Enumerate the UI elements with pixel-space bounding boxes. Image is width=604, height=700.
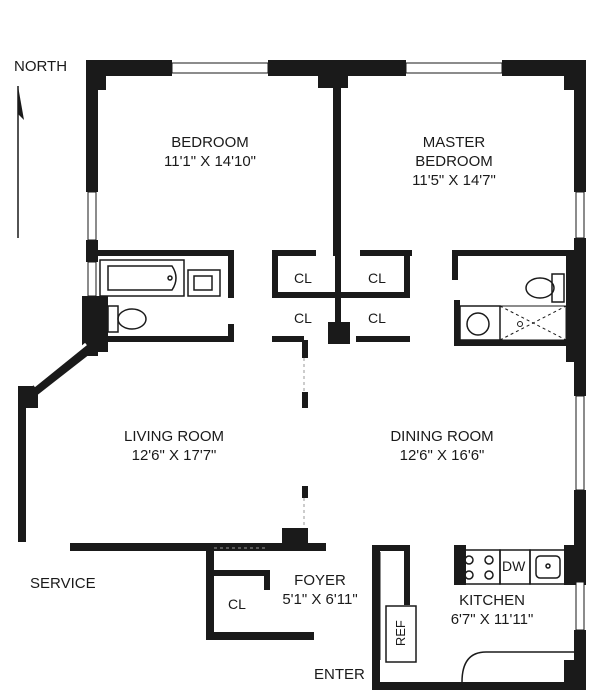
dining-room-label: DINING ROOM 12'6" X 16'6" — [362, 428, 522, 466]
master-bedroom-label: MASTER BEDROOM 11'5" X 14'7" — [374, 134, 534, 190]
kitchen-label: KITCHEN 6'7" X 11'11" — [432, 592, 552, 630]
main-entrance-label: ENTER — [314, 666, 365, 683]
living-room-dims: 12'6" X 17'7" — [131, 446, 217, 464]
service-entrance-label: SERVICE — [30, 575, 96, 592]
closet-label: CL — [294, 310, 312, 326]
living-room-label: LIVING ROOM 12'6" X 17'7" — [94, 428, 254, 466]
exterior-walls — [18, 60, 586, 690]
sink-icon — [529, 549, 567, 585]
bathtub-icon — [99, 259, 185, 297]
sink-icon — [459, 305, 501, 341]
dishwasher-label: DW — [502, 558, 526, 574]
dining-room-name: DINING ROOM — [390, 428, 494, 445]
closet-label: CL — [228, 596, 246, 612]
closet-label: CL — [368, 310, 386, 326]
toilet-icon — [525, 273, 565, 303]
kitchen-name: KITCHEN — [459, 592, 525, 609]
bedroom-label: BEDROOM 11'1" X 14'10" — [130, 134, 290, 172]
north-arrow-icon — [17, 86, 24, 238]
foyer-name: FOYER — [294, 572, 346, 589]
master-bedroom-name: MASTER — [422, 134, 486, 151]
sink-icon — [187, 269, 221, 297]
toilet-icon — [107, 305, 147, 333]
closet-label: CL — [294, 270, 312, 286]
angled-wall — [24, 342, 96, 400]
refrigerator-label: REF — [392, 620, 408, 647]
dining-room-dims: 12'6" X 16'6" — [399, 446, 485, 464]
master-bedroom-dims: 11'5" X 14'7" — [412, 171, 496, 189]
closet-label: CL — [368, 270, 386, 286]
kitchen-dims: 6'7" X 11'11" — [450, 610, 534, 628]
door-openings — [214, 358, 305, 549]
north-label: NORTH — [14, 58, 68, 75]
foyer-label: FOYER 5'1" X 6'11" — [268, 572, 372, 610]
master-bedroom-name-2: BEDROOM — [415, 152, 493, 170]
bedroom-name: BEDROOM — [171, 134, 249, 151]
living-room-name: LIVING ROOM — [123, 428, 224, 445]
angled-window — [33, 342, 87, 388]
refrigerator-icon — [385, 605, 417, 663]
shower-icon — [499, 305, 567, 341]
interior-walls — [98, 74, 576, 498]
windows — [87, 62, 585, 631]
counter-outline — [461, 651, 574, 683]
bedroom-dims: 11'1" X 14'10" — [164, 152, 256, 170]
foyer-dims: 5'1" X 6'11" — [282, 590, 358, 608]
